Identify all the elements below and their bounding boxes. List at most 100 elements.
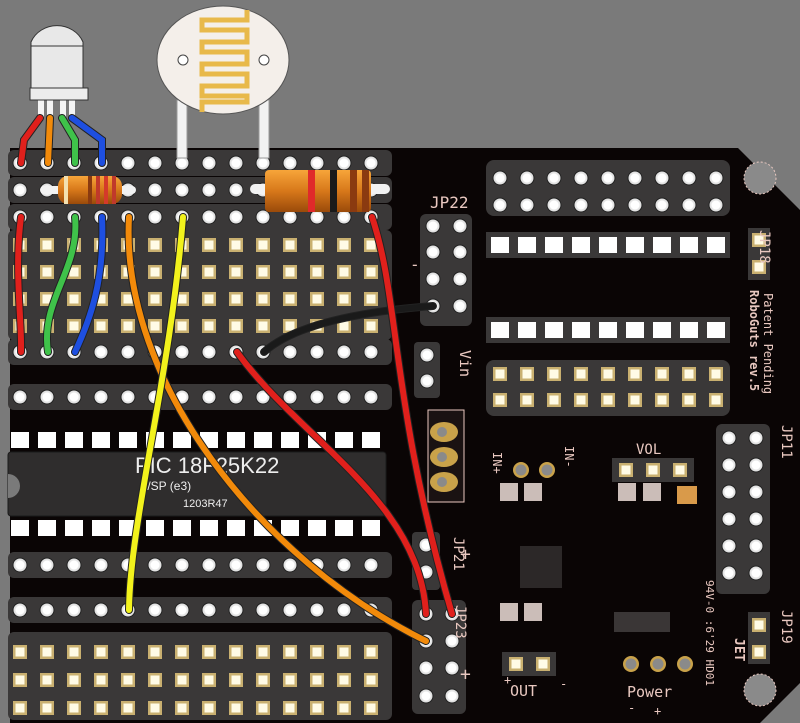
smd-pad <box>643 483 661 501</box>
ic-pin <box>65 520 83 536</box>
socket-pad <box>518 237 536 253</box>
yellow-wire <box>126 214 186 613</box>
red-wire-right <box>369 214 455 617</box>
resistor-band <box>330 170 337 212</box>
resistors <box>40 170 390 212</box>
label-vin: Vin <box>456 350 474 377</box>
orange-wire-led <box>45 115 53 166</box>
ic-pin <box>362 432 380 448</box>
ic-pin <box>281 432 299 448</box>
label-in-plus: IN+ <box>490 452 504 474</box>
label-out: OUT <box>510 682 537 700</box>
resistor-band <box>308 170 315 212</box>
socket-pad <box>653 237 671 253</box>
label-jp19: JP19 <box>778 610 794 644</box>
label-jp18: JP18 <box>756 230 772 264</box>
smd-pad <box>500 603 518 621</box>
label-cert: 94V-0 :6'29 HD01 <box>703 580 716 686</box>
ic-pin <box>11 432 29 448</box>
socket-pad <box>599 322 617 338</box>
label-patent: Patent Pending <box>761 293 775 394</box>
socket-pad <box>491 322 509 338</box>
resistor-band <box>104 176 108 204</box>
ic-pin <box>281 520 299 536</box>
label-out-minus: - <box>560 677 567 691</box>
photoresistor <box>156 5 290 159</box>
resistor-band <box>350 170 357 212</box>
wires <box>14 114 456 645</box>
socket-pad <box>707 322 725 338</box>
ic-pin <box>11 520 29 536</box>
ic-pin <box>362 520 380 536</box>
smd-pad <box>524 603 542 621</box>
label-power-plus: + <box>654 704 661 718</box>
socket-pad <box>545 237 563 253</box>
jp23-header <box>412 600 466 714</box>
green-jumper <box>43 214 79 355</box>
socket-pad <box>626 237 644 253</box>
label-power-minus: - <box>628 701 635 715</box>
resistor-band <box>64 176 68 204</box>
ic-pin <box>173 520 191 536</box>
smd-pad <box>500 483 518 501</box>
ic-pin <box>92 432 110 448</box>
mid-row-1-strip <box>8 339 392 365</box>
jp22-header <box>420 214 472 326</box>
blue-jumper <box>72 214 106 355</box>
smd-capacitor <box>677 486 697 504</box>
resistor-band <box>112 176 116 204</box>
green-wire-led <box>59 115 78 166</box>
label-out-plus: + <box>504 673 511 687</box>
socket-pad <box>599 237 617 253</box>
ic-pin <box>119 432 137 448</box>
resistor-band <box>362 170 369 212</box>
socket-pad <box>545 322 563 338</box>
socket-pad <box>707 237 725 253</box>
ic-pin <box>146 520 164 536</box>
ic-pin <box>92 520 110 536</box>
resistor-band <box>96 176 100 204</box>
red-wire-led <box>18 115 43 166</box>
resistor-band <box>88 176 92 204</box>
ic-pin <box>65 432 83 448</box>
ic-pin <box>200 520 218 536</box>
chip-line3: 1203R47 <box>183 498 228 510</box>
socket-pad <box>626 322 644 338</box>
header-top-strip <box>486 160 730 216</box>
ic-pin <box>227 520 245 536</box>
red-wire-diag <box>234 349 429 617</box>
label-plus-jp23: + <box>460 664 471 685</box>
red-jumper <box>15 214 25 355</box>
mounting-hole-top <box>743 161 777 195</box>
ic-pin <box>308 520 326 536</box>
ic-pin <box>254 432 272 448</box>
blue-wire-led <box>69 115 105 166</box>
label-jp23: JP23 <box>452 605 468 639</box>
ic-pin <box>335 520 353 536</box>
label-jp11: JP11 <box>778 425 794 459</box>
ic-pin <box>38 432 56 448</box>
pcb-bottom-corner <box>760 683 800 723</box>
label-vol: VOL <box>636 442 661 458</box>
ic-pin <box>173 432 191 448</box>
label-roboguts: RoboGuts rev.5 <box>747 290 761 391</box>
ic-pin <box>335 432 353 448</box>
socket-pad <box>491 237 509 253</box>
chip-line2: -I/SP (e3) <box>140 479 191 493</box>
label-in-minus: IN- <box>562 446 576 468</box>
socket-pad <box>518 322 536 338</box>
ic-pin <box>38 520 56 536</box>
socket-pad <box>572 237 590 253</box>
label-plus-jp21: + <box>460 544 471 565</box>
socket-pad <box>680 322 698 338</box>
label-jet: JET <box>731 638 746 662</box>
label-jp22: JP22 <box>430 193 469 212</box>
label-power: Power <box>627 683 672 701</box>
label-minus-jp22: - <box>410 255 420 274</box>
smd-diode <box>614 612 670 632</box>
orange-long-wire <box>125 214 429 644</box>
low-row-1-strip <box>8 552 392 578</box>
pic-microcontroller: PIC 18F25K22 -I/SP (e3) 1203R47 <box>7 451 387 517</box>
